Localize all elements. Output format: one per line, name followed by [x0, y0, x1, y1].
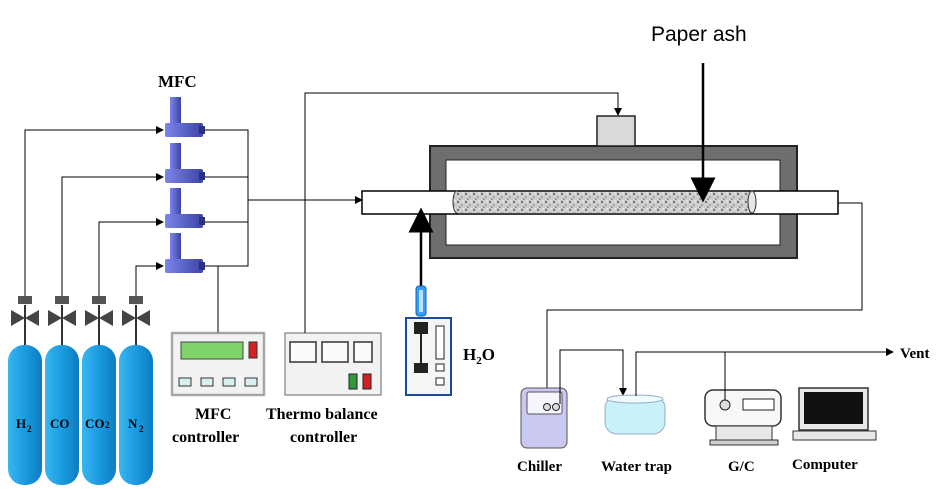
- cylinder-co: CO: [45, 345, 79, 485]
- mfc-unit: [165, 188, 205, 228]
- mfc-units: [165, 97, 205, 273]
- thermo-controller-label-1: Thermo balance: [266, 406, 378, 423]
- chiller-label: Chiller: [517, 459, 562, 475]
- gas-feed-lines: [24, 126, 164, 296]
- mfc-controller-label-2: controller: [172, 429, 239, 446]
- furnace: [429, 115, 798, 259]
- chiller: [520, 387, 568, 449]
- vent-label: Vent: [900, 346, 929, 362]
- valve-icon: [85, 296, 113, 345]
- h2o-label: H2O: [463, 345, 495, 367]
- cylinder-h2: H 2: [8, 345, 42, 485]
- cylinder-n2-label: N: [128, 416, 138, 431]
- mfc-controller: [170, 331, 266, 397]
- reactor-tube: [361, 190, 839, 215]
- water-pump: [405, 285, 452, 396]
- mfc-unit: [165, 233, 205, 273]
- cylinder-co2: CO 2: [82, 345, 116, 485]
- thermo-balance-controller: [284, 332, 382, 396]
- cylinder-co2-label: CO: [85, 416, 105, 431]
- gas-cylinders: H 2 CO CO 2 N 2: [8, 345, 153, 485]
- valve-icon: [48, 296, 76, 345]
- cylinder-h2-sub: 2: [27, 424, 32, 434]
- mfc-title: MFC: [158, 72, 197, 91]
- cylinder-co-label: CO: [50, 416, 70, 431]
- computer-label: Computer: [792, 457, 858, 473]
- paper-ash-label: Paper ash: [651, 23, 747, 46]
- water-trap-label: Water trap: [601, 459, 672, 475]
- gas-chromatograph: [704, 389, 782, 446]
- cylinder-h2-label: H: [16, 416, 26, 431]
- mfc-controller-label-1: MFC: [195, 406, 231, 423]
- thermo-controller-label-2: controller: [290, 429, 357, 446]
- cylinder-co2-sub: 2: [105, 420, 110, 430]
- computer-icon: [792, 387, 877, 441]
- cylinder-n2: N 2: [119, 345, 153, 485]
- thermo-signal-line: [304, 92, 622, 333]
- vent-line: [635, 348, 894, 396]
- chiller-to-trap-line: [559, 349, 627, 404]
- mfc-unit: [165, 143, 205, 183]
- valve-icon: [11, 296, 39, 345]
- outlet-line: [543, 202, 863, 396]
- cylinder-n2-sub: 2: [139, 424, 144, 434]
- gc-label: G/C: [728, 459, 755, 475]
- mfc-manifold: [205, 129, 363, 333]
- water-trap: [604, 394, 666, 435]
- cylinder-valves: [11, 296, 150, 345]
- valve-icon: [122, 296, 150, 345]
- mfc-unit: [165, 97, 205, 137]
